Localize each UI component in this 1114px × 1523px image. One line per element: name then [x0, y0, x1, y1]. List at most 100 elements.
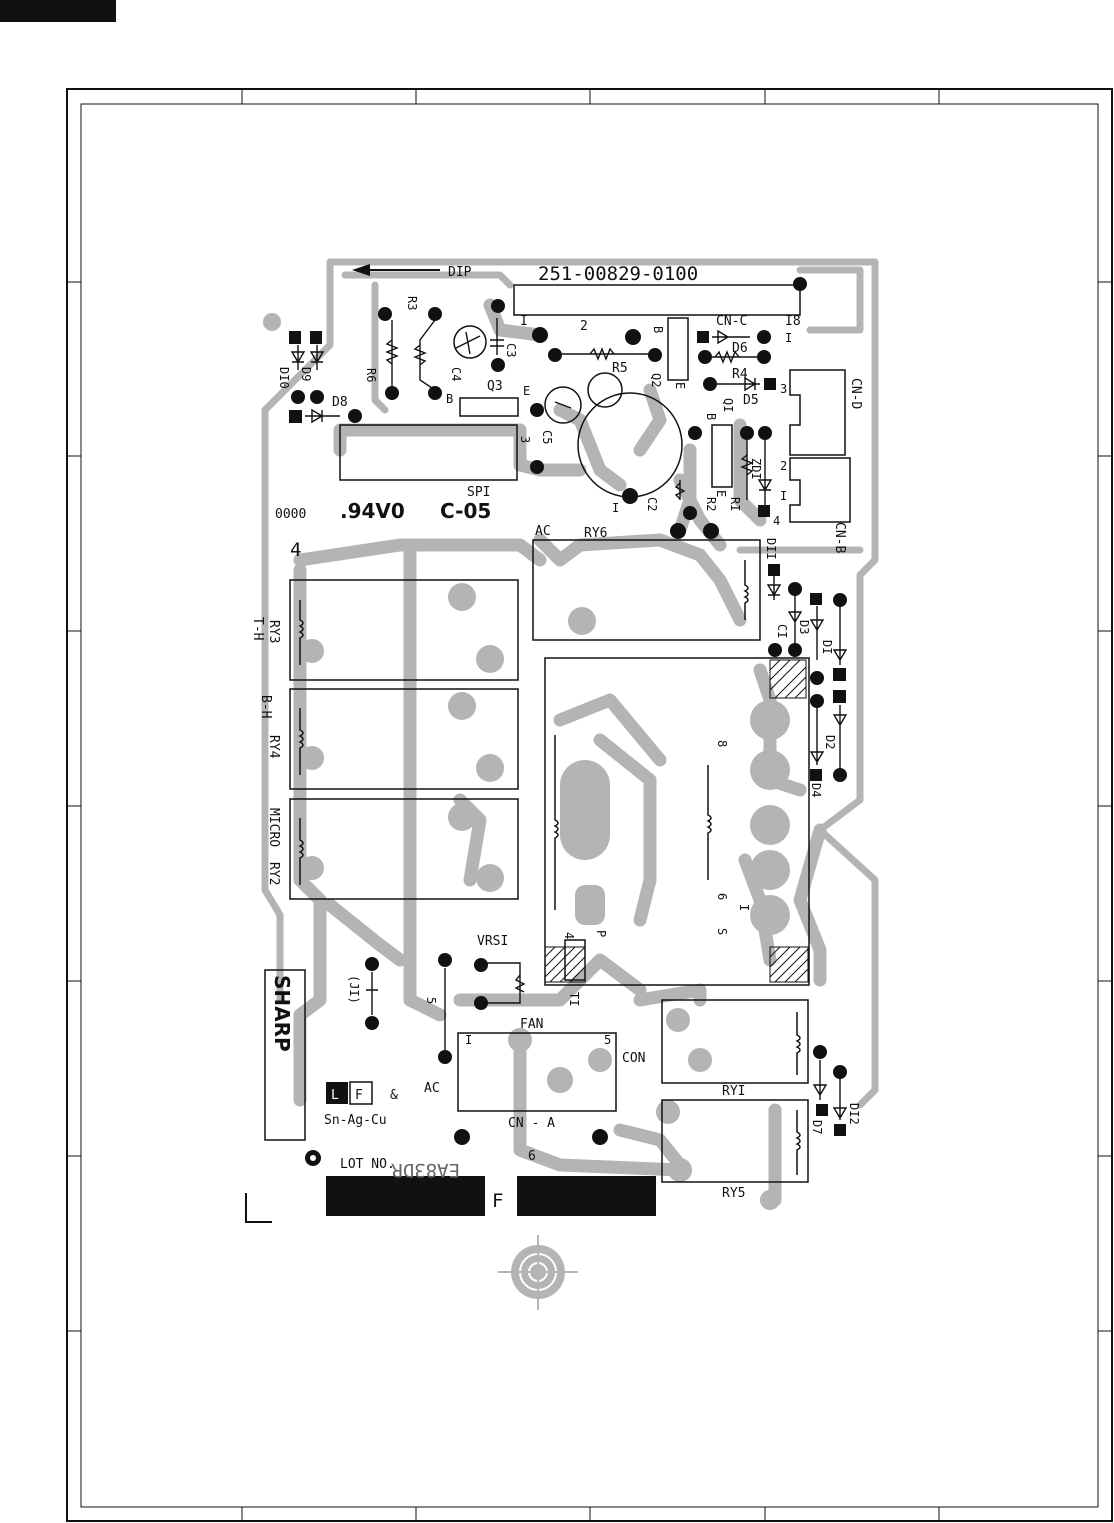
- cn-d-pin1: I: [785, 331, 792, 345]
- solder-l: L: [331, 1088, 339, 1103]
- solder-alloy: Sn-Ag-Cu: [324, 1113, 387, 1128]
- lf-box-f: [349, 1081, 373, 1105]
- ry5-label: RY5: [722, 1186, 745, 1201]
- cn-b-pin1: I: [780, 489, 787, 503]
- solder-amp: &: [390, 1088, 398, 1103]
- registration-target: [498, 1235, 578, 1310]
- black-bar-left: [326, 1176, 485, 1216]
- ry3-fn: T-H: [250, 617, 265, 640]
- d12-label: DI2: [847, 1103, 861, 1125]
- q2-b: B: [651, 326, 665, 333]
- cn-b-pin4: 4: [773, 514, 780, 528]
- black-pads: [289, 277, 847, 1145]
- cn-a-pin1: I: [465, 1033, 472, 1047]
- cert-mark: C-05: [440, 499, 491, 523]
- d9-label: D9: [299, 367, 313, 381]
- q1-e: E: [714, 490, 728, 497]
- d6-label: D6: [732, 341, 748, 356]
- q2-label: Q2: [649, 373, 663, 387]
- ts-label: S: [715, 928, 729, 935]
- relay-coils: [298, 560, 801, 1175]
- cn-a-pin5: 5: [604, 1033, 611, 1047]
- d2-label: D2: [823, 735, 837, 749]
- cn-c-pin2: 2: [580, 319, 588, 334]
- t8-label: 8: [715, 740, 729, 747]
- t1b-label: I: [737, 904, 751, 911]
- corner-tab: [0, 0, 116, 22]
- date-code: 0000: [275, 507, 306, 522]
- cn-c-pin1: I: [520, 314, 528, 329]
- c2-label: C2: [645, 497, 659, 511]
- dip-arrow-icon: [352, 264, 440, 276]
- material-mark: .94V0: [340, 499, 405, 523]
- r3-label: R3: [405, 296, 419, 310]
- mirror-code: EA83DR: [391, 1159, 460, 1181]
- c5-label: C5: [540, 430, 554, 444]
- ry2-label: RY2: [266, 862, 281, 885]
- cn-d-pin3: 3: [780, 382, 787, 396]
- ry6-label: RY6: [584, 526, 607, 541]
- r2-label: R2: [704, 497, 718, 511]
- j1-label: (JI): [347, 975, 361, 1004]
- c1-label: CI: [775, 624, 789, 638]
- ry3-label: RY3: [266, 620, 281, 643]
- q3-e: E: [523, 384, 530, 398]
- d8-label: D8: [332, 395, 348, 410]
- d7-label: D7: [810, 1120, 824, 1134]
- black-bar-right: [517, 1176, 656, 1216]
- d1-label: DI: [820, 640, 834, 654]
- t1-label: TI: [567, 992, 581, 1006]
- t4-label: 4: [562, 932, 576, 939]
- r6-label: R6: [364, 368, 378, 382]
- cn-a-pin6: 6: [528, 1149, 536, 1164]
- q1-label: QI: [721, 398, 735, 412]
- r5-label: R5: [612, 361, 628, 376]
- d3-label: D3: [797, 620, 811, 634]
- component-labels: R3 R6 C4 C3 Q3 B E C5 3 R5 Q2 B E D6 R4 …: [277, 296, 861, 1134]
- sp1-label: SPI: [467, 485, 490, 500]
- r4-label: R4: [732, 367, 748, 382]
- corner-bracket: [245, 1193, 272, 1223]
- connector-labels: CN-C I 2 I8 CN-D I 2 3 CN-B I 4 CN - A I…: [424, 314, 863, 1164]
- d11-label: DII: [764, 538, 778, 560]
- ac-a-label: AC: [424, 1081, 440, 1096]
- q3-b: B: [446, 392, 453, 406]
- ry1-label: RYI: [722, 1084, 745, 1099]
- ry2-fn: MICRO: [266, 808, 281, 847]
- ry4-fn: B-H: [258, 695, 273, 718]
- c5-3: 3: [518, 436, 532, 443]
- cn-c-pin18: I8: [785, 314, 801, 329]
- side-4: 4: [290, 539, 301, 561]
- fan-label: FAN: [520, 1017, 543, 1032]
- cn-d-pin2: 2: [780, 459, 787, 473]
- d10-label: DI0: [277, 367, 291, 389]
- zd1-label: ZDI: [749, 458, 763, 480]
- con-label: CON: [622, 1051, 645, 1066]
- p-label: P: [594, 930, 608, 937]
- q1-b: B: [704, 413, 718, 420]
- copper-traces: [261, 258, 879, 1207]
- lf-box-l: [326, 1082, 348, 1104]
- solder-f: F: [355, 1088, 363, 1103]
- relays: [264, 284, 851, 1183]
- q3-label: Q3: [487, 379, 503, 394]
- q2-e: E: [673, 382, 687, 389]
- brand-logo: SHARP: [270, 975, 294, 1052]
- lot-label: LOT NO.: [340, 1157, 395, 1172]
- small-symbols: [290, 318, 848, 1120]
- c4-label: C4: [449, 367, 463, 381]
- hatch-blocks: [544, 659, 809, 983]
- r1-label: RI: [728, 497, 742, 511]
- t6-label: 6: [715, 893, 729, 900]
- cn-c-label: CN-C: [716, 314, 747, 329]
- part-number: 251-00829-0100: [538, 263, 698, 285]
- black-f: F: [492, 1190, 503, 1212]
- ry4-label: RY4: [266, 735, 281, 759]
- cn-b-label: CN-B: [832, 522, 847, 553]
- cn-a-label: CN - A: [508, 1116, 555, 1131]
- c3-label: C3: [504, 343, 518, 357]
- cn-d-label: CN-D: [848, 378, 863, 409]
- relay-labels: RY6 AC RY3 T-H RY4 B-H RY2 MICRO RYI RY5: [250, 524, 745, 1201]
- dip-label: DIP: [448, 265, 472, 280]
